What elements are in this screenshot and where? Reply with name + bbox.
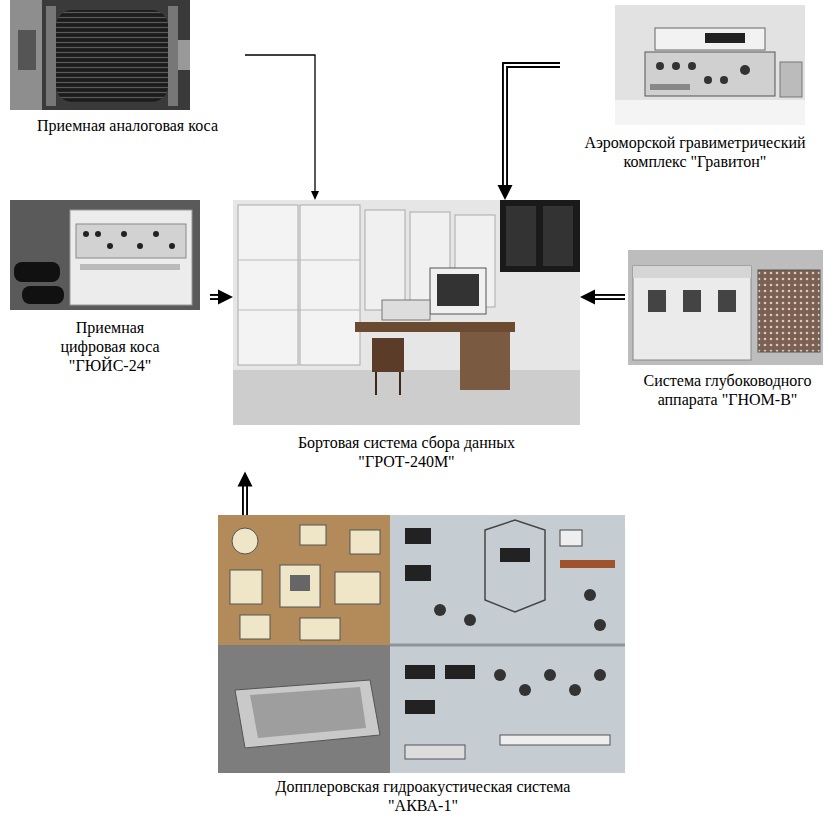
system-node: Допплеровская гидроакустическая система … <box>218 515 628 815</box>
connector-inner <box>505 65 560 186</box>
gravimeter-photo <box>615 5 805 125</box>
double-arrow <box>238 471 253 515</box>
double-arrow <box>498 65 561 200</box>
arrowhead <box>580 290 595 305</box>
caption: Бортовая система сбора данных "ГРОТ-240М… <box>282 433 532 471</box>
arrowhead <box>238 471 253 486</box>
photo-frame <box>10 0 190 110</box>
connector-line <box>210 294 219 300</box>
streamer-node: Приемная аналоговая коса <box>10 0 245 135</box>
system-node: Система глубоководного аппарата "ГНОМ-В" <box>625 250 830 409</box>
double-arrow <box>210 290 233 305</box>
connector-line <box>242 485 248 515</box>
caption: Аэроморской гравиметрический комплекс "Г… <box>560 133 830 171</box>
streamer-node: Приемная цифровая коса "ГЮЙС-24" <box>10 200 210 376</box>
caption: Система глубоководного аппарата "ГНОМ-В" <box>625 371 830 409</box>
connector-inner <box>244 485 246 515</box>
gravimeter-node: Аэроморской гравиметрический комплекс "Г… <box>560 5 830 171</box>
arrow <box>245 55 319 200</box>
caption: Приемная аналоговая коса <box>37 116 218 135</box>
arrowhead <box>498 185 513 200</box>
deepwater-system-photo <box>628 250 823 365</box>
data-system-photo <box>233 200 580 425</box>
analog-streamer-photo <box>10 0 190 110</box>
photo-frame <box>628 250 823 365</box>
connector-line <box>245 55 315 192</box>
system-node: Бортовая система сбора данных "ГРОТ-240М… <box>233 200 580 471</box>
arrowhead <box>218 290 233 305</box>
photo-frame <box>218 515 625 773</box>
caption: Допплеровская гидроакустическая система … <box>258 777 588 815</box>
photo-frame <box>615 5 805 125</box>
connector-line <box>594 294 625 300</box>
connector-line <box>505 65 560 186</box>
caption: Приемная цифровая коса "ГЮЙС-24" <box>48 318 173 376</box>
digital-streamer-photo <box>10 200 200 310</box>
double-arrow <box>580 290 625 305</box>
connector-inner <box>594 296 625 298</box>
photo-frame <box>10 200 200 310</box>
photo-frame <box>233 200 580 425</box>
doppler-system-photo <box>218 515 625 773</box>
arrowhead <box>311 191 319 200</box>
connector-inner <box>210 296 219 298</box>
